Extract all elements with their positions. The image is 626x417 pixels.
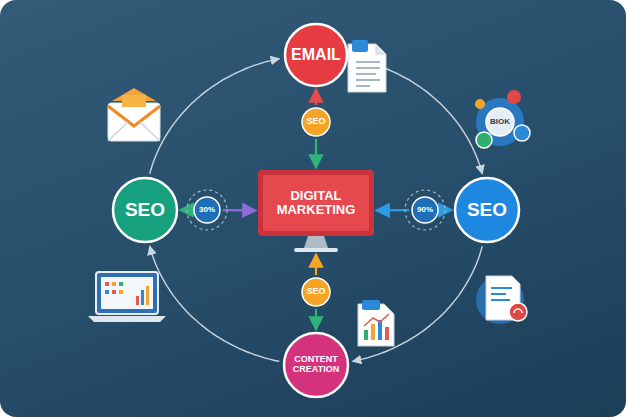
node-label: 90% <box>417 206 433 215</box>
percent-badge: 90% <box>411 196 439 224</box>
cycle-arc <box>353 246 483 361</box>
node-label: SEO <box>125 200 165 221</box>
small-badge: BIOK <box>485 107 515 137</box>
social-cluster-icon <box>475 90 530 148</box>
node-label: 30% <box>199 206 215 215</box>
arrow-connector <box>441 209 452 211</box>
node-label: DIGITAL MARKETING <box>268 189 364 218</box>
cycle-arc <box>150 246 280 361</box>
percent-badge: 30% <box>193 196 221 224</box>
cycle-arc <box>150 59 280 174</box>
document-icon <box>348 40 386 92</box>
arrow-connector <box>315 89 317 105</box>
arrow-connector <box>315 309 317 330</box>
arrow-connector <box>180 209 191 211</box>
arrow-connector <box>315 139 317 168</box>
small-badge: SEO <box>301 107 331 137</box>
dashed-ring <box>405 190 445 230</box>
envelope-icon <box>108 88 160 141</box>
dashed-ring <box>187 190 227 230</box>
laptop-icon <box>88 272 166 322</box>
chart-document-icon <box>358 300 394 346</box>
node-label: EMAIL <box>291 46 341 64</box>
report-icon <box>476 276 527 324</box>
channel-circle: SEO <box>454 177 520 243</box>
small-badge: SEO <box>301 277 331 307</box>
arrow-connector <box>223 209 256 212</box>
node-label: SEO <box>306 287 325 297</box>
arrow-connector <box>376 209 409 212</box>
channel-circle: CONTENT CREATION <box>283 332 349 398</box>
channel-circle: SEO <box>112 177 178 243</box>
node-label: CONTENT CREATION <box>289 355 343 375</box>
arrow-connector <box>315 254 317 275</box>
node-label: SEO <box>467 200 507 221</box>
channel-circle: EMAIL <box>284 23 348 87</box>
node-label: BIOK <box>490 118 510 127</box>
node-label: SEO <box>306 117 325 127</box>
monitor-box: DIGITAL MARKETING <box>258 170 374 252</box>
